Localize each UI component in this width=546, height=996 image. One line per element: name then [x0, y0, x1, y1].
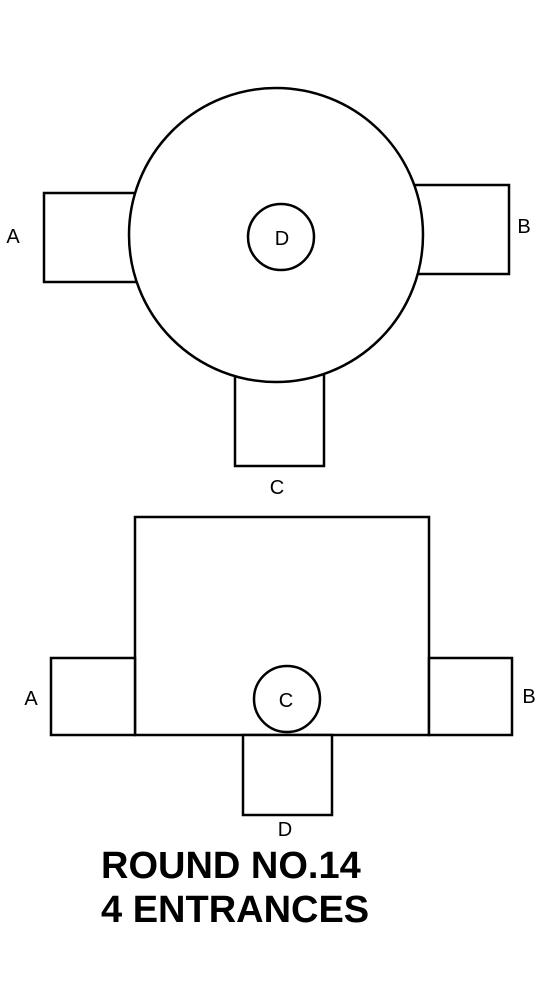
entrance-b-box: [408, 183, 511, 276]
label-a: A: [6, 226, 20, 248]
side-label-b: B: [522, 686, 535, 708]
side-entrance-a-box: [49, 656, 137, 737]
side-entrance-c-circle: [252, 664, 322, 734]
entrance-d-circle: [246, 202, 316, 272]
title-line-1: ROUND NO.14: [101, 845, 361, 887]
top-view: A B C D: [6, 86, 531, 499]
side-label-c-center: C: [279, 690, 293, 712]
label-d-center: D: [275, 228, 289, 250]
side-view: A B C D: [24, 515, 536, 841]
side-entrance-b-box: [427, 656, 514, 737]
side-label-d: D: [278, 819, 292, 841]
label-b: B: [517, 216, 530, 238]
title-line-2: 4 ENTRANCES: [101, 889, 369, 931]
side-label-a: A: [24, 688, 38, 710]
label-c: C: [270, 477, 284, 499]
side-entrance-d-box: [241, 733, 334, 817]
entrance-a-box: [42, 191, 144, 284]
